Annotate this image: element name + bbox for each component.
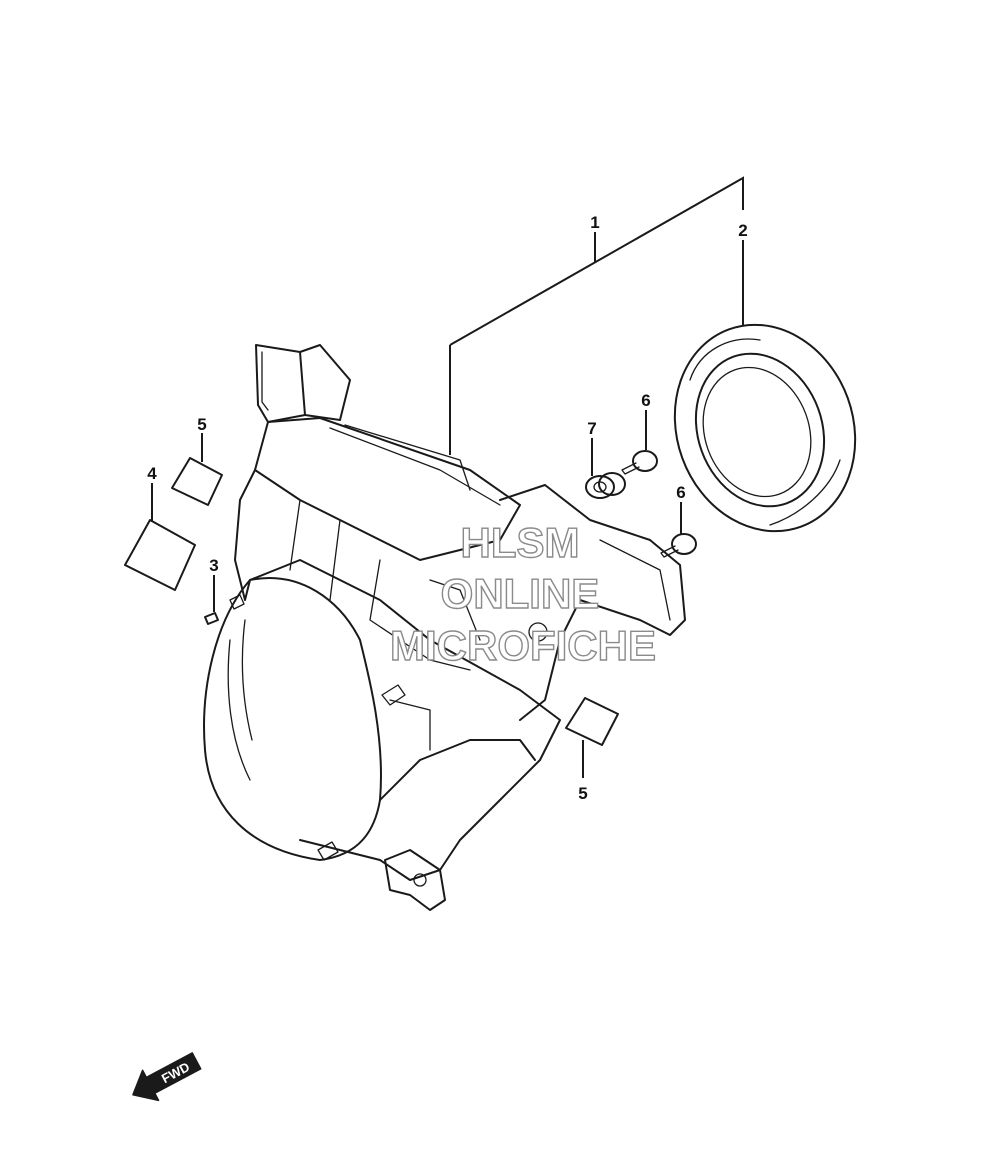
watermark: HLSM ONLINE MICROFICHE	[389, 518, 656, 669]
headlamp-ring	[673, 323, 857, 533]
callout-3: 3	[209, 556, 218, 575]
watermark-line2: ONLINE	[441, 570, 600, 617]
callout-1: 1	[590, 213, 599, 232]
callout-5-lower: 5	[578, 784, 587, 803]
fwd-direction-arrow: FWD	[132, 1052, 202, 1102]
callout-6-upper: 6	[641, 391, 650, 410]
cushion-pad-upper	[171, 457, 223, 506]
grommet	[585, 472, 626, 499]
screw-lower	[660, 533, 697, 558]
callout-4: 4	[147, 464, 157, 483]
watermark-line1: HLSM	[461, 519, 580, 566]
pin	[204, 612, 219, 625]
leader-lines	[151, 176, 744, 778]
cushion-pad-lower	[565, 697, 619, 746]
screw-upper	[621, 450, 658, 475]
headlamp-assembly	[203, 344, 686, 911]
callout-6-lower: 6	[676, 483, 685, 502]
callout-5-upper: 5	[197, 415, 206, 434]
callout-2: 2	[738, 221, 747, 240]
callout-7: 7	[587, 419, 596, 438]
label-sticker	[124, 519, 196, 591]
watermark-line3: MICROFICHE	[390, 622, 656, 669]
